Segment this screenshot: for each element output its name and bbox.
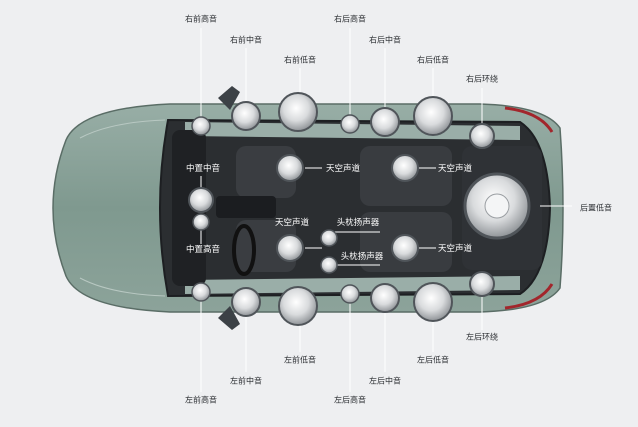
label-headrest-top: 头枕扬声器 [336, 218, 380, 228]
label-headrest-bottom: 头枕扬声器 [340, 252, 384, 262]
label-atmos-rear-top: 天空声道 [437, 164, 473, 174]
label-front-left-tweeter: 左前高音 [185, 395, 217, 405]
speaker-rear-right-mid [370, 107, 400, 137]
speaker-atmos-front-bottom [276, 234, 304, 262]
label-right-surround: 右后环绕 [466, 74, 498, 84]
speaker-rear-left-woofer [413, 282, 453, 322]
label-front-left-woofer: 左前低音 [284, 355, 316, 365]
speaker-rear-right-woofer [413, 96, 453, 136]
label-rear-right-tweeter: 右后高音 [334, 14, 366, 24]
speaker-center-mid [188, 187, 214, 213]
label-atmos-front-top: 天空声道 [325, 164, 361, 174]
label-front-right-mid: 右前中音 [230, 35, 262, 45]
label-rear-left-tweeter: 左后高音 [334, 395, 366, 405]
speaker-front-right-woofer [278, 92, 318, 132]
label-center-mid: 中置中音 [185, 164, 221, 174]
speaker-atmos-rear-bottom [391, 234, 419, 262]
speaker-atmos-rear-top [391, 154, 419, 182]
label-rear-right-woofer: 右后低音 [417, 55, 449, 65]
label-front-right-woofer: 右前低音 [284, 55, 316, 65]
label-left-surround: 左后环绕 [466, 332, 498, 342]
speaker-rear-right-tweeter [340, 114, 360, 134]
speaker-front-left-mid [231, 287, 261, 317]
speakers [188, 92, 531, 326]
speaker-front-left-woofer [278, 286, 318, 326]
label-subwoofer: 后置低音 [580, 203, 612, 213]
speaker-headrest-bottom [320, 256, 338, 274]
label-center-tweeter: 中置高音 [185, 245, 221, 255]
speaker-atmos-front-top [276, 154, 304, 182]
speaker-front-right-mid [231, 101, 261, 131]
label-rear-left-mid: 左后中音 [369, 376, 401, 386]
label-rear-left-woofer: 左后低音 [417, 355, 449, 365]
speaker-front-left-tweeter [191, 282, 211, 302]
label-atmos-rear-bottom: 天空声道 [437, 244, 473, 254]
speaker-center-tweeter [192, 213, 210, 231]
label-atmos-front-bottom: 天空声道 [274, 218, 310, 228]
label-front-left-mid: 左前中音 [230, 376, 262, 386]
label-front-right-tweeter: 右前高音 [185, 14, 217, 24]
label-rear-right-mid: 右后中音 [369, 35, 401, 45]
speaker-left-surround [469, 271, 495, 297]
speaker-headrest-top [320, 229, 338, 247]
speaker-right-surround [469, 123, 495, 149]
speaker-rear-left-tweeter [340, 284, 360, 304]
speaker-front-right-tweeter [191, 116, 211, 136]
speaker-rear-left-mid [370, 283, 400, 313]
